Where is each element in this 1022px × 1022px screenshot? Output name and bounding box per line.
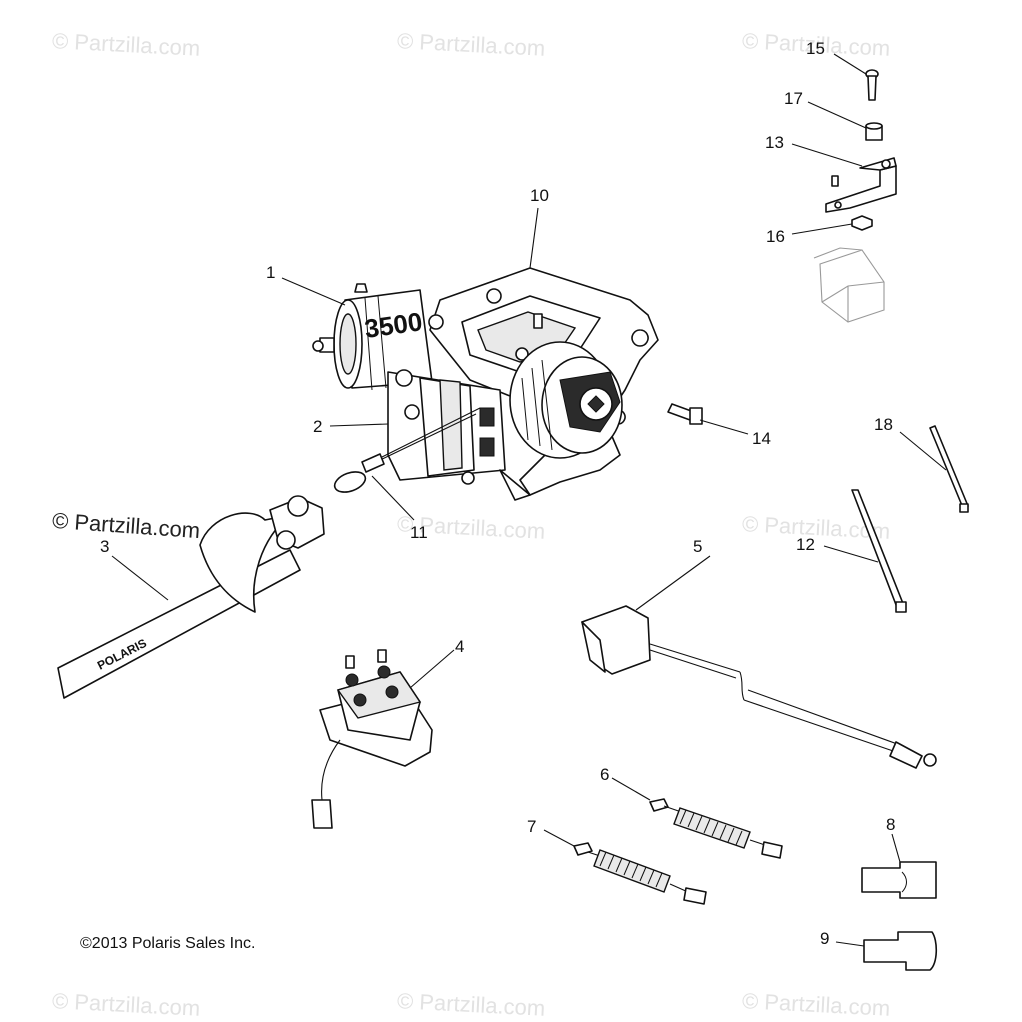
callout-18: 18 [874, 415, 893, 434]
callout-8: 8 [886, 815, 896, 834]
copyright-notice: ©2013 Polaris Sales Inc. [80, 935, 256, 952]
callout-11: 11 [410, 523, 428, 542]
callout-13: 13 [765, 133, 784, 152]
callout-6: 6 [600, 765, 610, 784]
callout-4: 4 [455, 637, 465, 656]
callout-7: 7 [527, 817, 537, 836]
callout-10: 10 [530, 186, 549, 205]
callout-5: 5 [693, 537, 703, 556]
callout-15: 15 [806, 39, 825, 58]
bolt-15 [865, 69, 879, 101]
cable-tie-12 [851, 489, 907, 613]
remote-harness [581, 605, 937, 769]
bracket-13 [825, 157, 897, 213]
contactor [311, 649, 433, 829]
packaging-box [813, 247, 885, 323]
nut-16 [851, 215, 873, 231]
callout-9: 9 [820, 929, 830, 948]
spacer-17 [865, 122, 883, 141]
battery-cable-6 [649, 798, 783, 859]
hook-strap: POLARIS [57, 495, 325, 699]
callout-17: 17 [784, 89, 803, 108]
callout-1: 1 [266, 263, 276, 282]
callout-14: 14 [752, 429, 771, 448]
callout-12: 12 [796, 535, 815, 554]
callout-2: 2 [313, 417, 323, 436]
bolt-14 [667, 403, 703, 425]
winch-assembly: 3500 [312, 267, 659, 501]
callout-16: 16 [766, 227, 785, 246]
leader-lines [111, 53, 947, 947]
callout-3: 3 [100, 537, 110, 556]
terminal-boot-9 [863, 931, 938, 971]
cable-tie-18 [929, 425, 969, 513]
terminal-boot-8 [861, 861, 937, 899]
battery-cable-7 [573, 842, 707, 905]
